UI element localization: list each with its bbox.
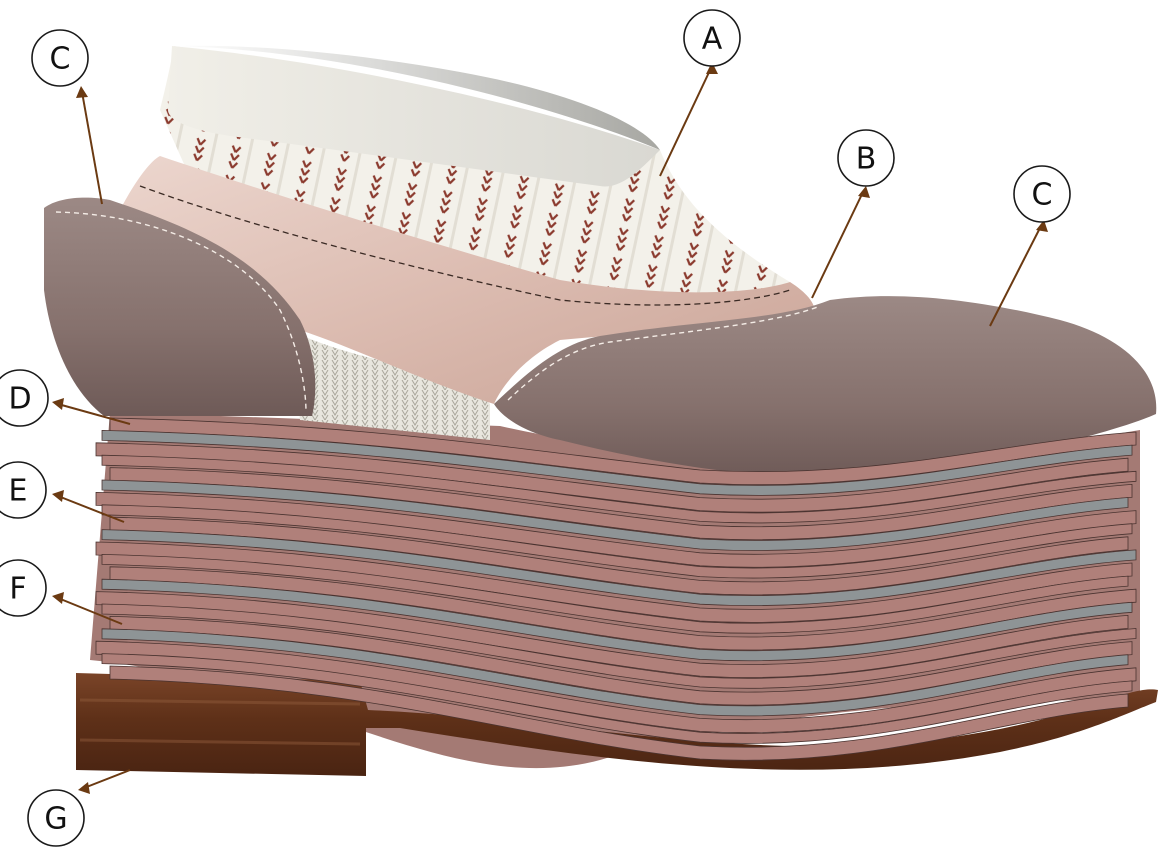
callout-c-right: C [990, 166, 1070, 326]
callout-c-left: C [32, 30, 102, 204]
callout-label-e: E [9, 474, 28, 509]
callout-label-c-left: C [50, 42, 71, 77]
arrowhead-b [858, 186, 870, 198]
callout-label-d: D [8, 382, 31, 417]
callout-label-a: A [702, 22, 723, 57]
callout-label-g: G [44, 802, 67, 837]
callout-g: G [28, 770, 130, 846]
callout-a: A [660, 10, 740, 176]
callout-label-f: F [9, 572, 26, 607]
leader-g [84, 770, 130, 788]
arrowhead-f [52, 592, 64, 604]
callout-label-c-right: C [1032, 178, 1053, 213]
arrowhead-d [52, 398, 64, 410]
leader-c-left [82, 92, 102, 204]
arrowhead-c-left [76, 86, 88, 98]
leader-a [660, 66, 712, 176]
leader-b [812, 190, 864, 298]
arrowhead-g [78, 782, 90, 794]
arrowhead-e [52, 490, 64, 502]
callout-b: B [812, 130, 894, 298]
callout-label-b: B [856, 142, 877, 177]
